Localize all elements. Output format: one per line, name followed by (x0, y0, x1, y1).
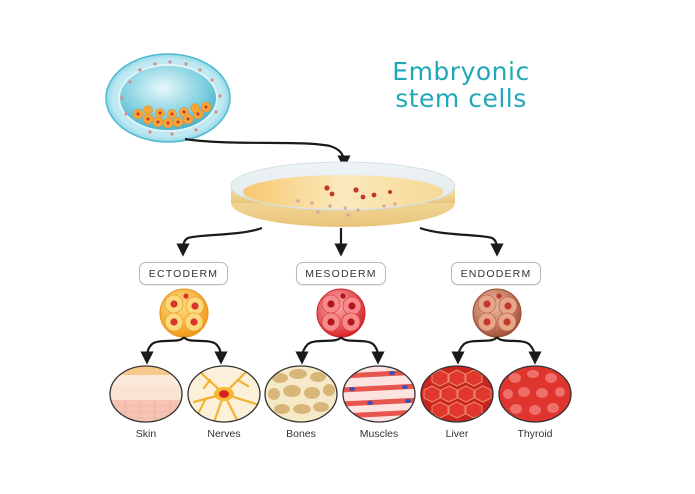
diagram-title: Embryonic stem cells (366, 58, 556, 112)
arrow-blastocyst-to-dish (184, 137, 351, 169)
branch-arrows-endoderm (451, 336, 542, 365)
mesoderm-label: MESODERM (296, 262, 386, 285)
title-line-1: Embryonic (392, 57, 530, 86)
branch-arrows-ectoderm (140, 336, 228, 365)
endoderm-cell-cluster (472, 288, 522, 338)
tissue-label-nerves: Nerves (207, 428, 241, 440)
tissue-label-skin: Skin (135, 428, 157, 440)
petri-dish-illustration (230, 161, 456, 227)
nerves-tissue-icon (187, 365, 261, 423)
endoderm-label: ENDODERM (451, 262, 541, 285)
branch-arrows-mesoderm (295, 336, 385, 365)
tissue-label-muscles: Muscles (359, 428, 399, 440)
tissue-label-thyroid: Thyroid (517, 428, 553, 440)
arrow-dish-to-ectoderm (176, 226, 263, 257)
title-line-2: stem cells (395, 84, 527, 113)
bones-tissue-icon (264, 365, 338, 423)
blastocyst-illustration (105, 53, 231, 143)
mesoderm-cell-cluster (316, 288, 366, 338)
arrow-dish-to-endoderm (419, 226, 504, 257)
skin-tissue-icon (109, 365, 183, 423)
tissue-label-liver: Liver (445, 428, 469, 440)
ectoderm-cell-cluster (159, 288, 209, 338)
thyroid-tissue-icon (498, 365, 572, 423)
ectoderm-label: ECTODERM (139, 262, 228, 285)
liver-tissue-icon (420, 365, 494, 423)
tissue-label-bones: Bones (286, 428, 316, 440)
muscles-tissue-icon (342, 365, 416, 423)
